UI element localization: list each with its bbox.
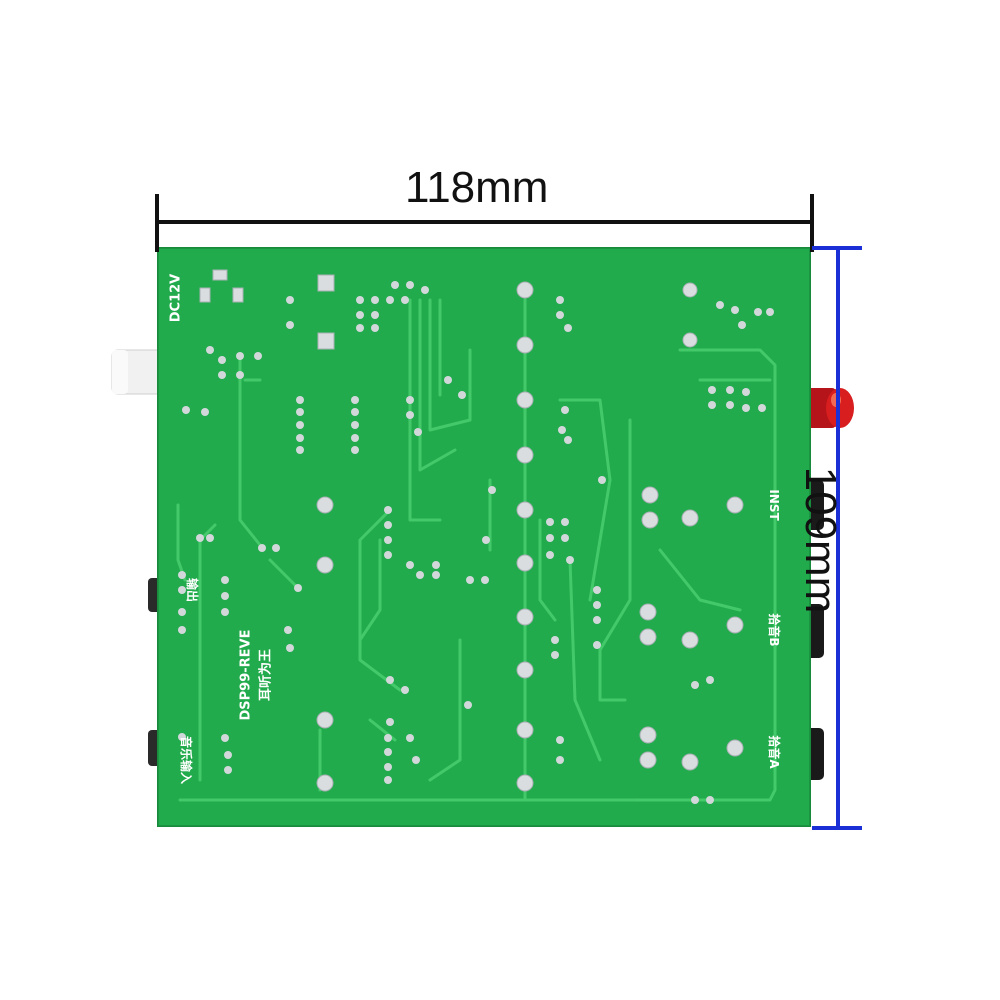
pcb-board <box>157 247 811 827</box>
height-label: 109mm <box>796 466 845 614</box>
silk-inst-label: INST <box>767 489 781 521</box>
pcb-traces <box>176 298 777 802</box>
pcb-small-pads <box>178 281 774 804</box>
pcb-pads <box>199 269 744 792</box>
rca-connector <box>806 388 854 428</box>
power-jack <box>111 349 163 395</box>
width-dimension-line <box>155 194 814 252</box>
width-label: 118mm <box>405 163 549 212</box>
silk-slogan-label: 耳听为王 <box>258 648 274 702</box>
silk-pickup-b-label: 拾音B <box>767 613 781 647</box>
height-dimension-line <box>812 246 862 830</box>
silk-pickup-a-label: 拾音A <box>767 735 781 769</box>
silk-output-label: 输出 <box>185 577 199 603</box>
silk-music-in-label: 音乐输入 <box>179 735 193 785</box>
silk-model-label: DSP99-REVE <box>238 629 254 721</box>
silk-power-label: DC12V <box>168 273 184 323</box>
